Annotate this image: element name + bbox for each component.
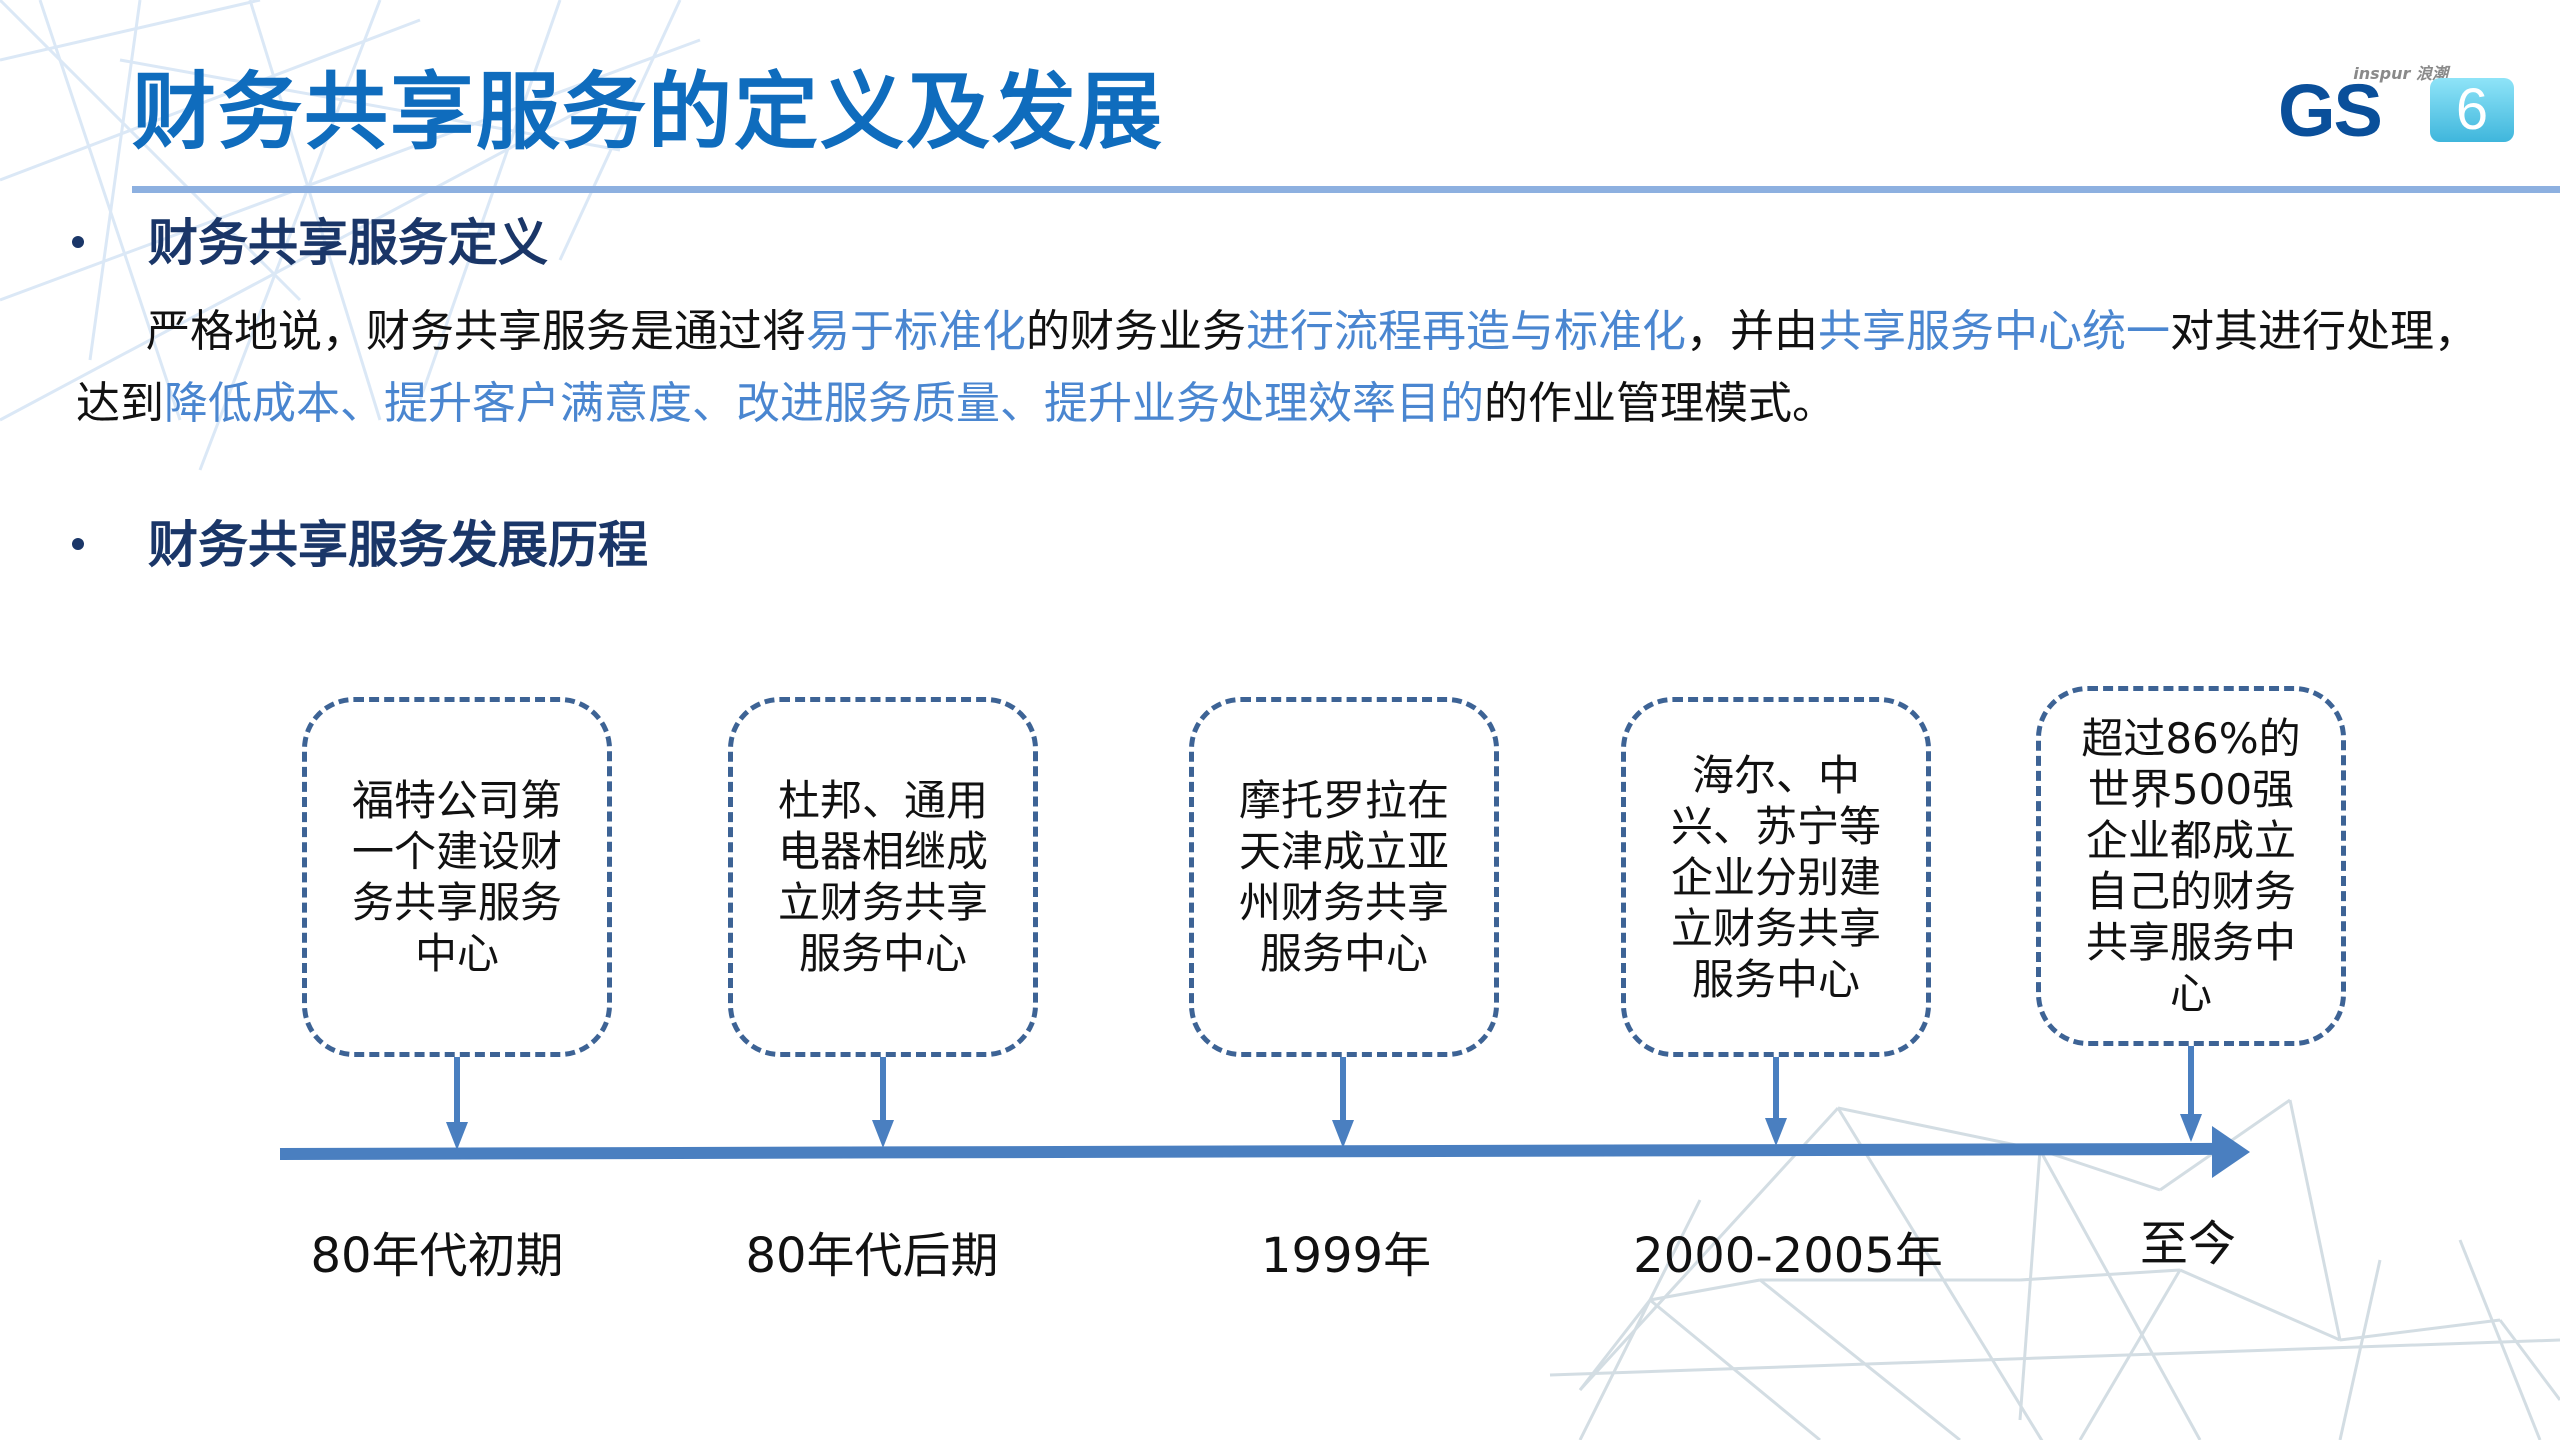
timeline-event-box: 杜邦、通用电器相继成立财务共享服务中心 — [728, 697, 1038, 1057]
timeline-event-box: 超过86%的世界500强企业都成立自己的财务共享服务中心 — [2036, 686, 2346, 1046]
timeline-period-label: 80年代初期 — [310, 1228, 564, 1284]
timeline-period-label: 1999年 — [1260, 1228, 1432, 1284]
bullet-dot-icon — [72, 538, 84, 550]
connector-line — [454, 1057, 460, 1125]
definition-paragraph: 严格地说，财务共享服务是通过将易于标准化的财务业务进行流程再造与标准化，并由共享… — [76, 306, 2478, 429]
title-divider — [132, 186, 2560, 193]
timeline-event-box: 摩托罗拉在天津成立亚州财务共享服务中心 — [1189, 697, 1499, 1057]
arrow-right-icon — [2212, 1126, 2250, 1178]
bullet-dot-icon — [72, 236, 84, 248]
arrow-down-icon — [446, 1122, 468, 1150]
arrow-down-icon — [1765, 1118, 1787, 1146]
arrow-down-icon — [2180, 1114, 2202, 1142]
timeline-period-label: 至今 — [2139, 1216, 2237, 1272]
timeline-period-label: 2000-2005年 — [1633, 1228, 1943, 1284]
timeline-event-box: 海尔、中兴、苏宁等企业分别建立财务共享服务中心 — [1621, 697, 1931, 1057]
timeline-event-box: 福特公司第一个建设财务共享服务中心 — [302, 697, 612, 1057]
timeline-period-label: 80年代后期 — [745, 1228, 999, 1284]
logo-product-text: GS — [2278, 69, 2383, 152]
timeline-axis — [279, 1142, 2221, 1160]
page-title: 财务共享服务的定义及发展 — [132, 63, 1165, 161]
gs6-logo: inspur 浪潮 GS 6 — [2278, 60, 2518, 152]
connector-line — [1773, 1057, 1779, 1121]
connector-line — [880, 1057, 886, 1123]
arrow-down-icon — [1332, 1120, 1354, 1148]
connector-line — [2188, 1046, 2194, 1118]
inspur-brand-text: inspur 浪潮 — [2353, 64, 2448, 83]
connector-line — [1340, 1057, 1346, 1123]
logo-version-badge: 6 — [2430, 78, 2514, 142]
arrow-down-icon — [872, 1120, 894, 1148]
